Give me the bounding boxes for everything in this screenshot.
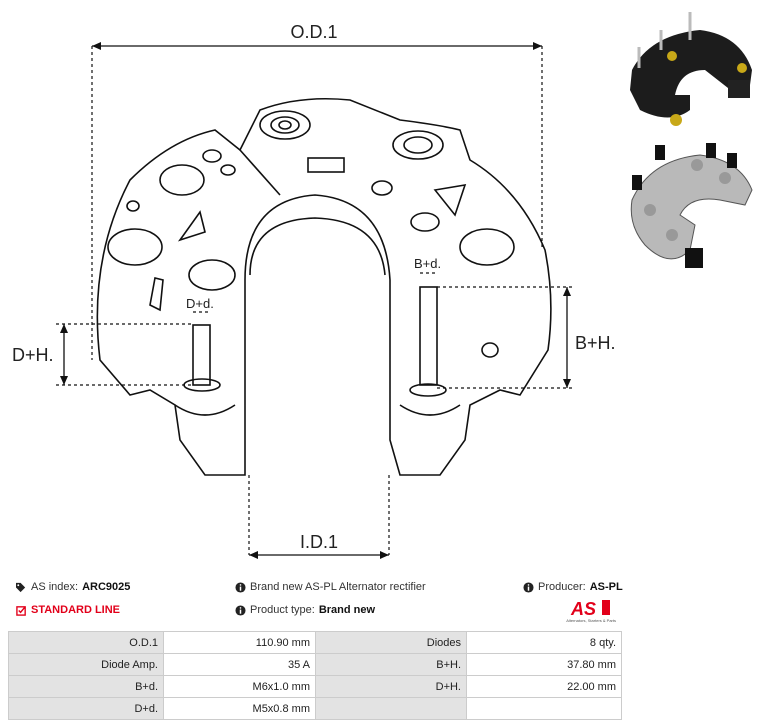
spec-key: D+H. (315, 675, 467, 698)
rectifier-technical-drawing: O.D.1 I.D.1 B+H. D+H. B+d. D+d. (12, 12, 753, 559)
bh-label: B+H. (575, 333, 616, 353)
checkbox-checked-icon (16, 605, 26, 616)
dh-label: D+H. (12, 345, 54, 365)
product-type-value: Brand new (318, 604, 376, 616)
spec-key: B+H. (315, 653, 467, 676)
spec-value: M5x0.8 mm (163, 697, 316, 720)
spec-row: D+d.M5x0.8 mm (8, 697, 622, 720)
producer-value: AS-PL (589, 581, 623, 593)
svg-text:AS: AS (570, 599, 596, 619)
spec-value: 22.00 mm (466, 675, 622, 698)
spec-key: O.D.1 (8, 631, 164, 654)
id-label: I.D.1 (300, 532, 338, 552)
dd-label: D+d. (186, 296, 214, 311)
as-pl-logo: AS Alternators, Starters & Parts (566, 599, 616, 623)
od-label: O.D.1 (290, 22, 337, 42)
product-photo-bottom (630, 143, 753, 268)
spec-value: 110.90 mm (163, 631, 316, 654)
standard-line-label: STANDARD LINE (31, 604, 121, 616)
spec-value (466, 697, 622, 720)
spec-key: Diodes (315, 631, 467, 654)
bd-label: B+d. (414, 256, 441, 271)
spec-key: D+d. (8, 697, 164, 720)
spec-key: B+d. (8, 675, 164, 698)
product-description: Brand new AS-PL Alternator rectifier (235, 581, 426, 593)
as-index-label: AS index: (31, 581, 79, 593)
spec-value: 8 qty. (466, 631, 622, 654)
info-icon (235, 581, 246, 593)
spec-value: 35 A (163, 653, 316, 676)
producer-label: Producer: (538, 581, 586, 593)
product-photo-top (630, 12, 752, 126)
spec-key: Diode Amp. (8, 653, 164, 676)
description-text: Brand new AS-PL Alternator rectifier (250, 581, 426, 593)
product-type: Product type: Brand new (235, 604, 375, 616)
info-icon (523, 581, 534, 593)
producer: Producer: AS-PL (523, 581, 623, 593)
standard-line-badge: STANDARD LINE (16, 604, 120, 616)
info-icon (235, 604, 246, 616)
spec-value: 37.80 mm (466, 653, 622, 676)
spec-key (315, 697, 467, 720)
as-index-value: ARC9025 (82, 581, 131, 593)
product-type-label: Product type: (250, 604, 315, 616)
svg-text:Alternators, Starters & Parts: Alternators, Starters & Parts (566, 618, 616, 623)
as-index: AS index: ARC9025 (16, 581, 130, 593)
tags-icon (16, 582, 26, 592)
spec-value: M6x1.0 mm (163, 675, 316, 698)
